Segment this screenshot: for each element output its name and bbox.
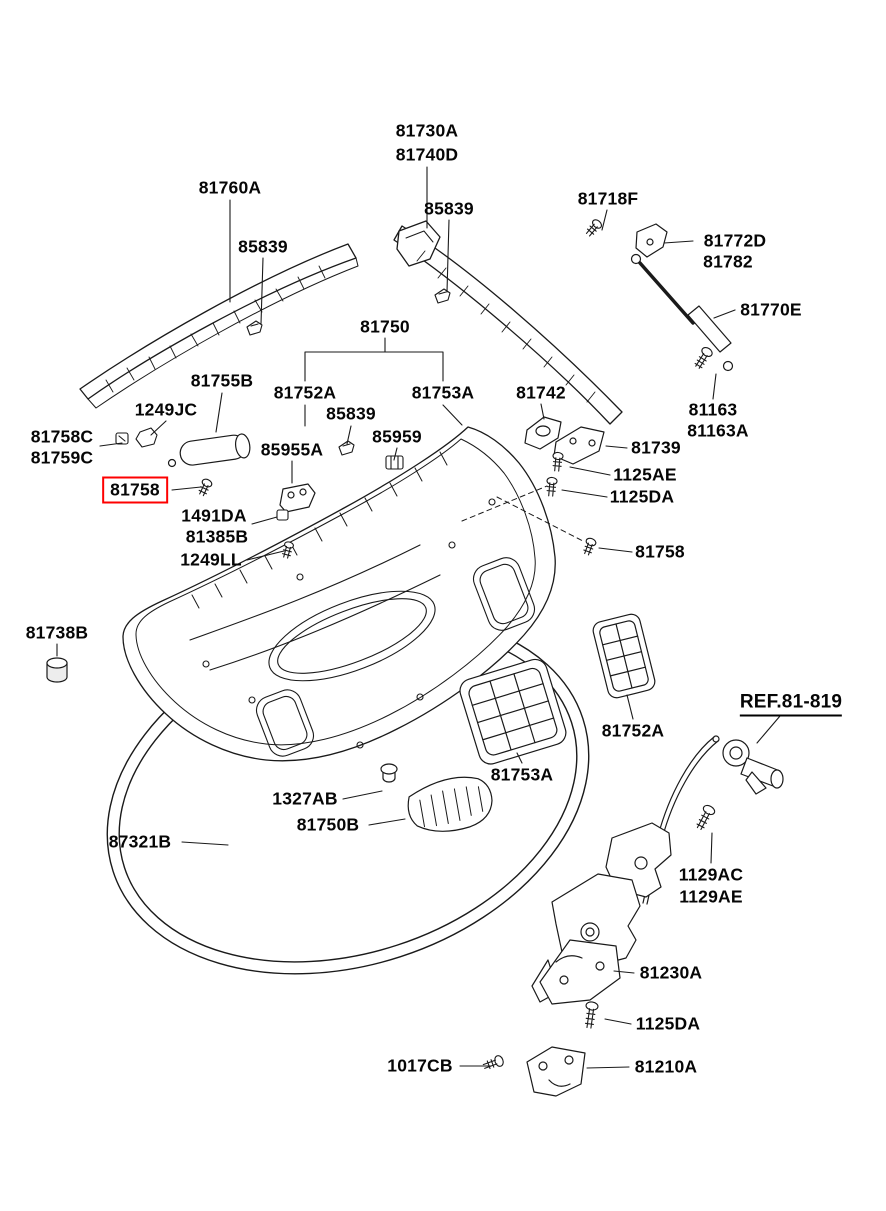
lock-cylinder-ref-drawing bbox=[722, 739, 784, 795]
part-label-81770E[interactable]: 81770E bbox=[740, 299, 802, 320]
screw-glyphs bbox=[198, 219, 716, 1070]
part-label-81772D[interactable]: 81772D bbox=[703, 230, 767, 251]
part-label-87321B[interactable]: 87321B bbox=[108, 831, 172, 852]
clip-81758C-drawing bbox=[115, 432, 129, 445]
part-label-85959[interactable]: 85959 bbox=[372, 426, 422, 447]
part-label-1017CB[interactable]: 1017CB bbox=[387, 1055, 453, 1076]
part-label-1327AB[interactable]: 1327AB bbox=[272, 788, 338, 809]
part-label-81759C[interactable]: 81759C bbox=[30, 447, 94, 468]
part-label-1249JC[interactable]: 1249JC bbox=[134, 399, 198, 420]
part-label-81758-highlighted[interactable]: 81758 bbox=[102, 476, 168, 504]
striker-81742-drawing bbox=[524, 416, 562, 450]
part-label-1125AE[interactable]: 1125AE bbox=[613, 464, 677, 485]
bracket-85955A-drawing bbox=[279, 483, 316, 513]
roller-81755B-drawing bbox=[167, 433, 251, 468]
part-label-81738B[interactable]: 81738B bbox=[25, 622, 89, 643]
part-label-81752A-2[interactable]: 81752A bbox=[601, 720, 665, 741]
part-label-81730A[interactable]: 81730A bbox=[395, 120, 459, 141]
vent-grille-81752A-drawing bbox=[592, 613, 656, 699]
latch-81230A-drawing bbox=[539, 939, 621, 1005]
part-label-1491DA[interactable]: 1491DA bbox=[181, 505, 247, 526]
part-label-81742[interactable]: 81742 bbox=[516, 382, 566, 403]
part-label-81752A-1[interactable]: 81752A bbox=[273, 382, 337, 403]
part-label-81753A-2[interactable]: 81753A bbox=[490, 764, 554, 785]
part-label-81718F[interactable]: 81718F bbox=[577, 188, 639, 209]
part-label-81782[interactable]: 81782 bbox=[703, 251, 753, 272]
part-label-81760A[interactable]: 81760A bbox=[198, 177, 262, 198]
rear-molding-81730A-drawing bbox=[393, 220, 623, 425]
part-label-81755B[interactable]: 81755B bbox=[190, 370, 254, 391]
part-label-1125DA-2[interactable]: 1125DA bbox=[635, 1013, 701, 1034]
projection-dashed-lines bbox=[461, 485, 584, 542]
part-label-1249LL[interactable]: 1249LL bbox=[180, 549, 242, 570]
part-label-81739[interactable]: 81739 bbox=[631, 437, 681, 458]
part-label-81750B[interactable]: 81750B bbox=[296, 814, 360, 835]
grommet-1327AB-drawing bbox=[380, 763, 398, 783]
part-label-85839-1[interactable]: 85839 bbox=[238, 236, 288, 257]
part-label-81740D[interactable]: 81740D bbox=[395, 144, 459, 165]
pull-handle-81750B-drawing bbox=[407, 776, 493, 832]
vent-grille-81753A-drawing bbox=[459, 658, 567, 765]
part-label-81163A[interactable]: 81163A bbox=[687, 420, 749, 441]
part-label-81385B[interactable]: 81385B bbox=[185, 526, 249, 547]
part-label-81758C[interactable]: 81758C bbox=[30, 426, 94, 447]
part-label-81753A-1[interactable]: 81753A bbox=[411, 382, 475, 403]
part-label-81230A[interactable]: 81230A bbox=[639, 962, 703, 983]
rear-molding-81760A-drawing bbox=[79, 243, 359, 409]
part-label-81758-2[interactable]: 81758 bbox=[635, 541, 685, 562]
part-label-1129AC[interactable]: 1129AC bbox=[678, 864, 744, 885]
part-label-85839-2[interactable]: 85839 bbox=[424, 198, 474, 219]
striker-81210A-drawing bbox=[526, 1046, 586, 1097]
leader-lines bbox=[56, 166, 781, 1069]
part-label-81163[interactable]: 81163 bbox=[688, 399, 738, 420]
clip-1491DA-drawing bbox=[276, 509, 289, 521]
gas-strut-81770E-drawing bbox=[630, 253, 734, 372]
part-label-85955A[interactable]: 85955A bbox=[260, 439, 324, 460]
clip-85839-drawing bbox=[246, 288, 451, 456]
part-label-1125DA-1[interactable]: 1125DA bbox=[609, 486, 675, 507]
clip-1249JC-drawing bbox=[135, 427, 158, 448]
part-label-81210A[interactable]: 81210A bbox=[634, 1056, 698, 1077]
part-label-1129AE[interactable]: 1129AE bbox=[679, 886, 743, 907]
part-label-81750[interactable]: 81750 bbox=[360, 316, 410, 337]
part-label-ref-81-819[interactable]: REF.81-819 bbox=[739, 692, 843, 717]
bracket-81772D-drawing bbox=[635, 223, 668, 258]
bumper-81738B-drawing bbox=[46, 657, 68, 683]
part-label-85839-3[interactable]: 85839 bbox=[326, 403, 376, 424]
